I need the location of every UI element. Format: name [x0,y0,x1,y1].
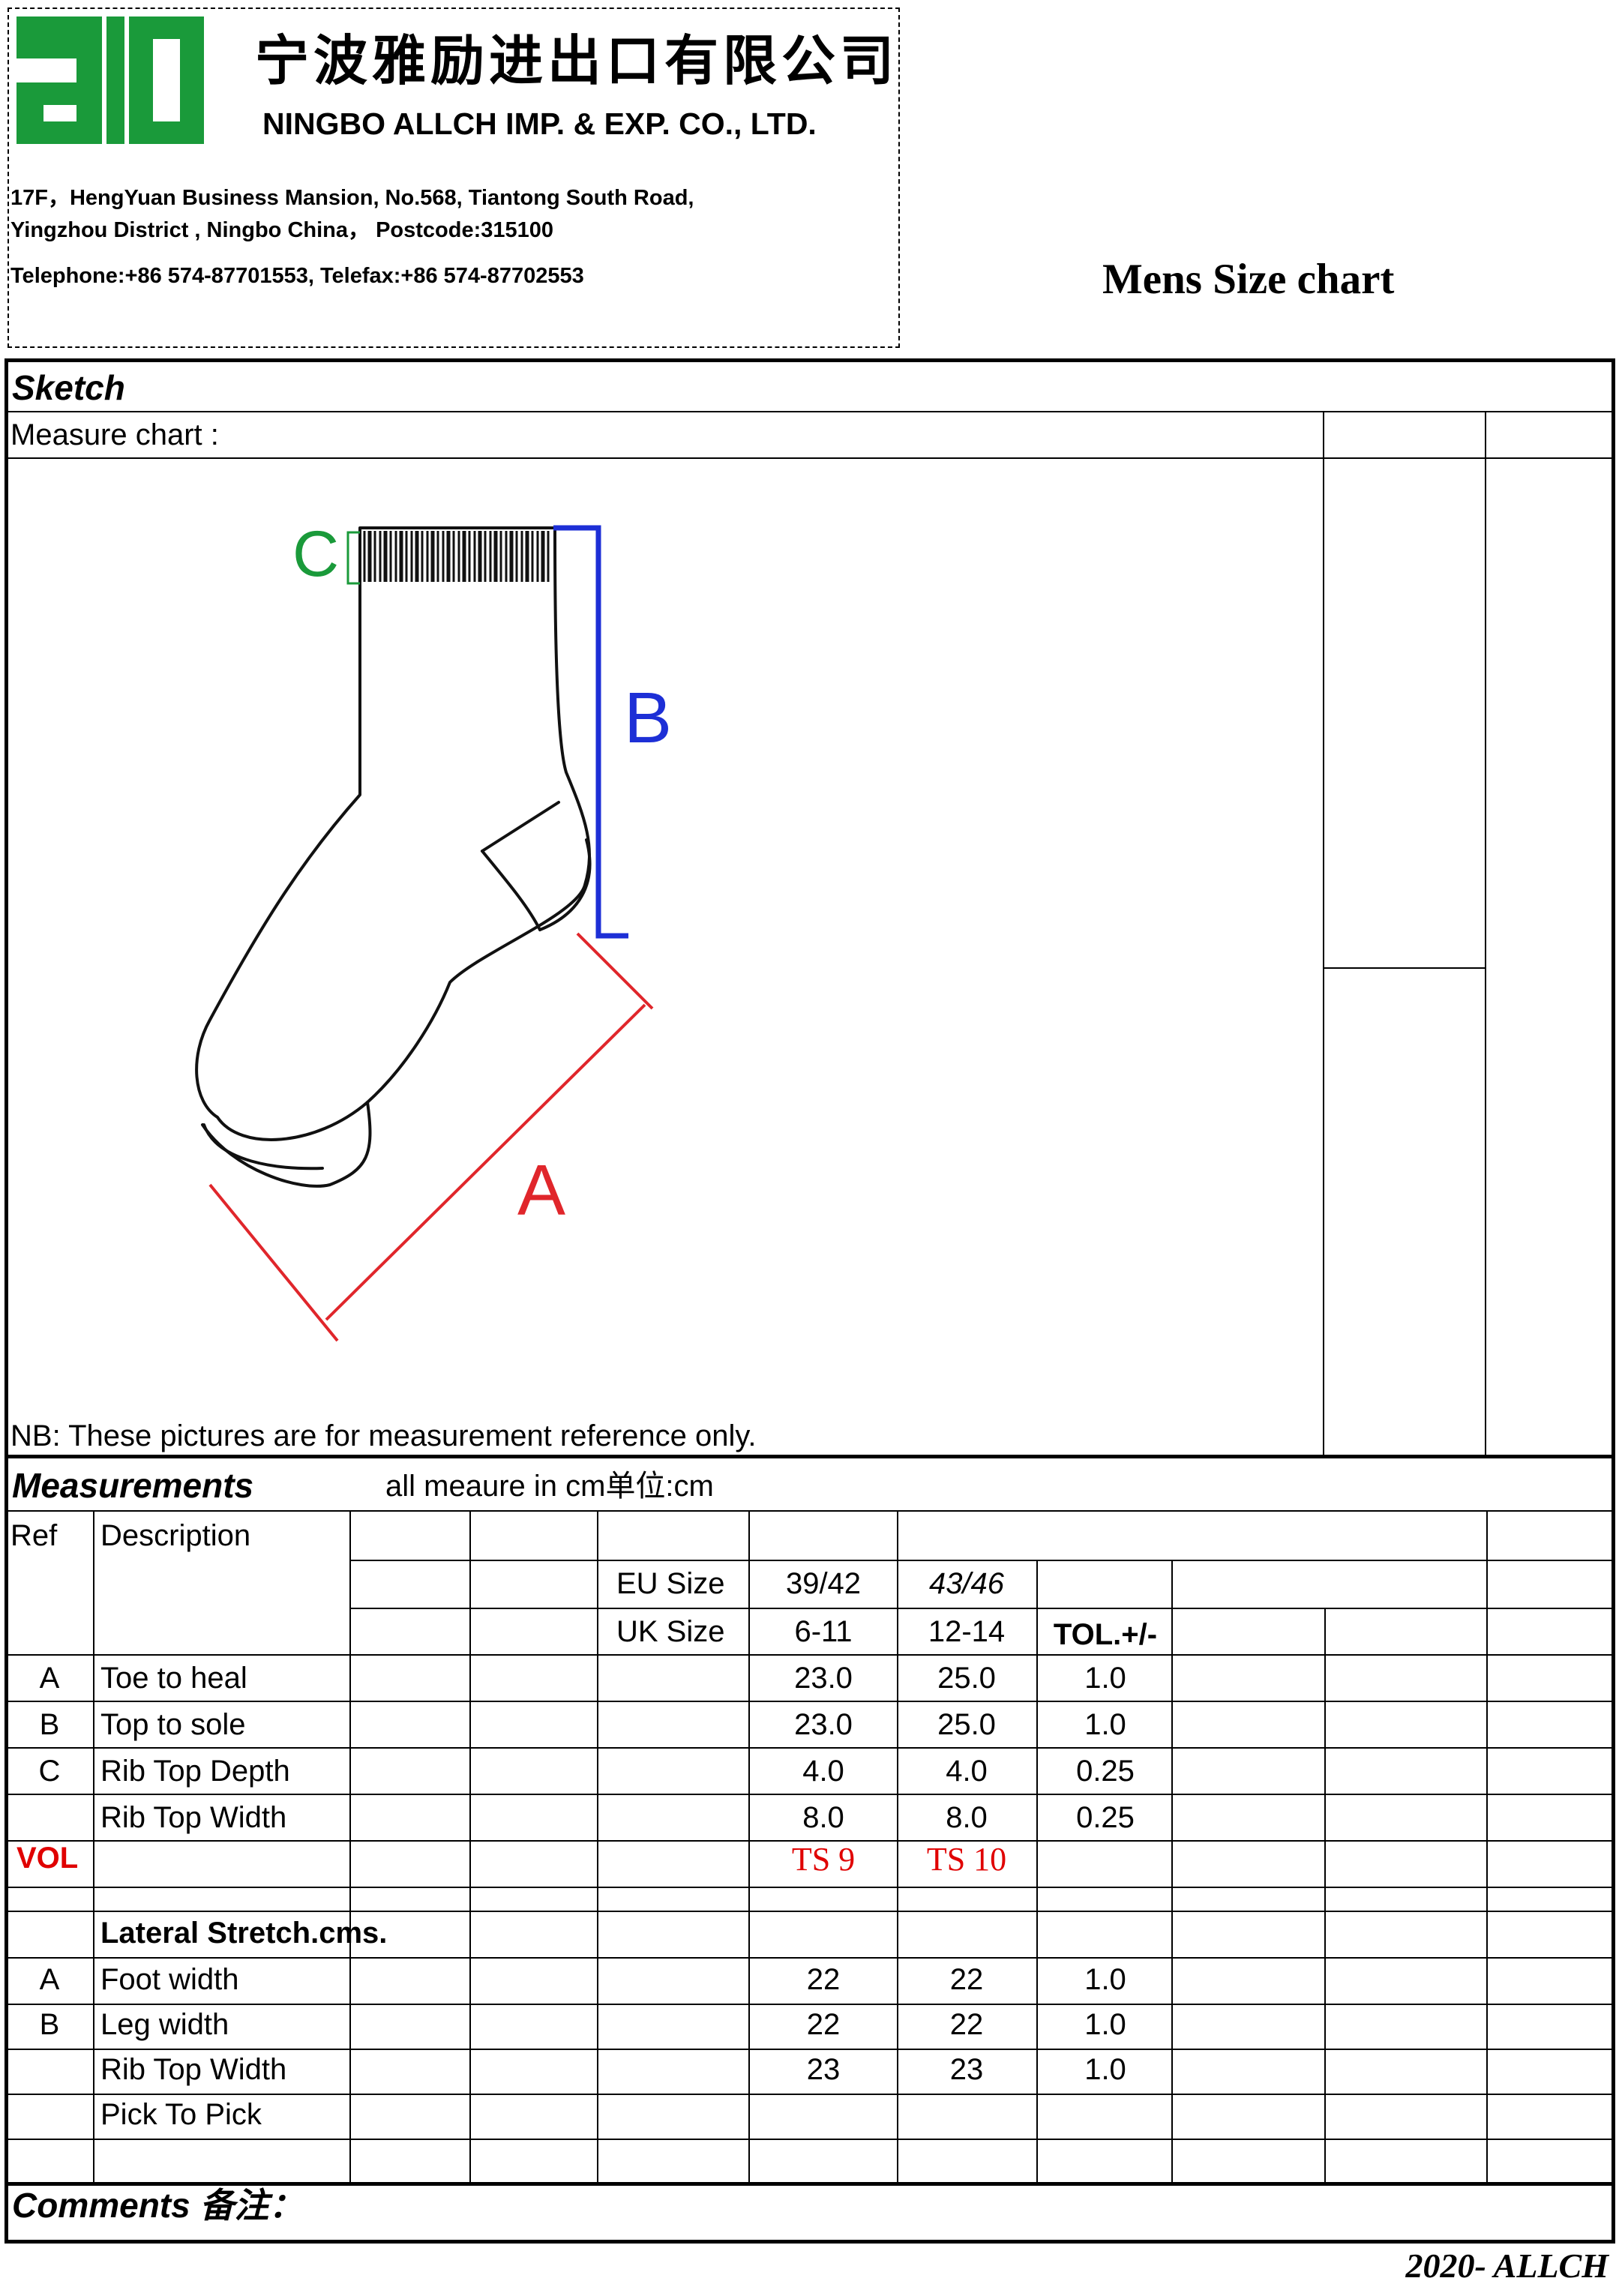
vol-size-2: TS 10 [926,1841,1007,1878]
lateral-row-size-2-value: 23 [949,2053,984,2086]
lateral-row-description: Foot width [100,1963,239,1996]
measurement-row-size-2-value: 4.0 [946,1755,988,1788]
uk-size-1: 6-11 [794,1615,853,1648]
sketch-disclaimer: NB: These pictures are for measurement r… [10,1419,757,1452]
measurement-row-size-2-value: 25.0 [937,1708,996,1741]
measure-chart-label: Measure chart : [10,418,219,451]
vol-label: VOL [16,1842,79,1875]
lateral-row-tolerance-value: 1.0 [1084,1963,1126,1996]
lateral-row-size-1-value: 22 [806,2008,841,2041]
lateral-row-ref: A [39,1963,60,1996]
company-logo [13,13,207,147]
measurement-row-description: Rib Top Depth [100,1755,290,1788]
label-c: C [292,518,339,590]
rib-top-hatch [363,531,550,582]
phone-fax-line: Telephone:+86 574-87701553, Telefax:+86 … [10,264,584,288]
measurement-row-description: Top to sole [100,1708,246,1741]
lateral-row-tolerance-value: 1.0 [1084,2053,1126,2086]
label-b: B [624,678,672,758]
lateral-row-size-2-value: 22 [949,1963,984,1996]
eu-size-1: 39/42 [785,1567,862,1600]
measurement-row-description: Rib Top Width [100,1801,287,1834]
lateral-stretch-title: Lateral Stretch.cms. [100,1917,388,1950]
vol-size-1: TS 9 [791,1841,856,1878]
measurements-section-label: Measurements [12,1466,254,1505]
eu-size-label: EU Size [616,1567,725,1600]
company-header [7,7,900,348]
lateral-row-size-1-value: 22 [806,1963,841,1996]
measurement-row-tolerance-value: 0.25 [1076,1801,1135,1834]
measurement-row-size-1-value: 23.0 [794,1708,853,1741]
measurement-row-ref: C [38,1755,61,1788]
measurement-row-tolerance-value: 1.0 [1084,1662,1126,1695]
measurement-row-ref: A [39,1662,60,1695]
company-name-chinese: 宁波雅励进出口有限公司 [255,29,899,92]
sketch-section-label: Sketch [12,368,125,407]
units-note: all meaure in cm单位:cm [385,1470,714,1503]
lateral-row-size-1-value: 23 [806,2053,841,2086]
lateral-row-description: Leg width [100,2008,229,2041]
sock-measurement-sketch: C B A [195,518,672,1342]
measurement-row-ref: B [39,1708,60,1741]
eu-size-2: 43/46 [928,1567,1005,1600]
measurement-row-tolerance-value: 0.25 [1076,1755,1135,1788]
measurement-row-tolerance-value: 1.0 [1084,1708,1126,1741]
tolerance-header: TOL.+/- [1053,1618,1158,1651]
comments-label: Comments 备注： [12,2186,304,2225]
lateral-row-description: Pick To Pick [100,2098,262,2131]
lateral-row-ref: B [39,2008,60,2041]
address-line-2: Yingzhou District , Ningbo China， Postco… [10,218,554,242]
footer-stamp: 2020- ALLCH [1405,2247,1609,2285]
uk-size-2: 12-14 [928,1615,1006,1648]
company-name-english: NINGBO ALLCH IMP. & EXP. CO., LTD. [262,106,817,141]
lateral-row-description: Rib Top Width [100,2053,287,2086]
address-line-1: 17F，HengYuan Business Mansion, No.568, T… [10,186,694,210]
uk-size-label: UK Size [616,1615,725,1648]
label-a: A [517,1150,565,1230]
measurement-row-size-1-value: 4.0 [802,1755,844,1788]
spec-sheet-frame [4,358,1615,2244]
chart-title: Mens Size chart [1102,256,1395,303]
measurement-row-description: Toe to heal [100,1662,247,1695]
measurement-row-size-2-value: 8.0 [946,1801,988,1834]
measurement-row-size-1-value: 23.0 [794,1662,853,1695]
column-header-ref: Ref [10,1519,58,1552]
lateral-row-tolerance-value: 1.0 [1084,2008,1126,2041]
measurement-row-size-1-value: 8.0 [802,1801,844,1834]
column-header-description: Description [100,1519,251,1552]
measurement-row-size-2-value: 25.0 [937,1662,996,1695]
lateral-row-size-2-value: 22 [949,2008,984,2041]
